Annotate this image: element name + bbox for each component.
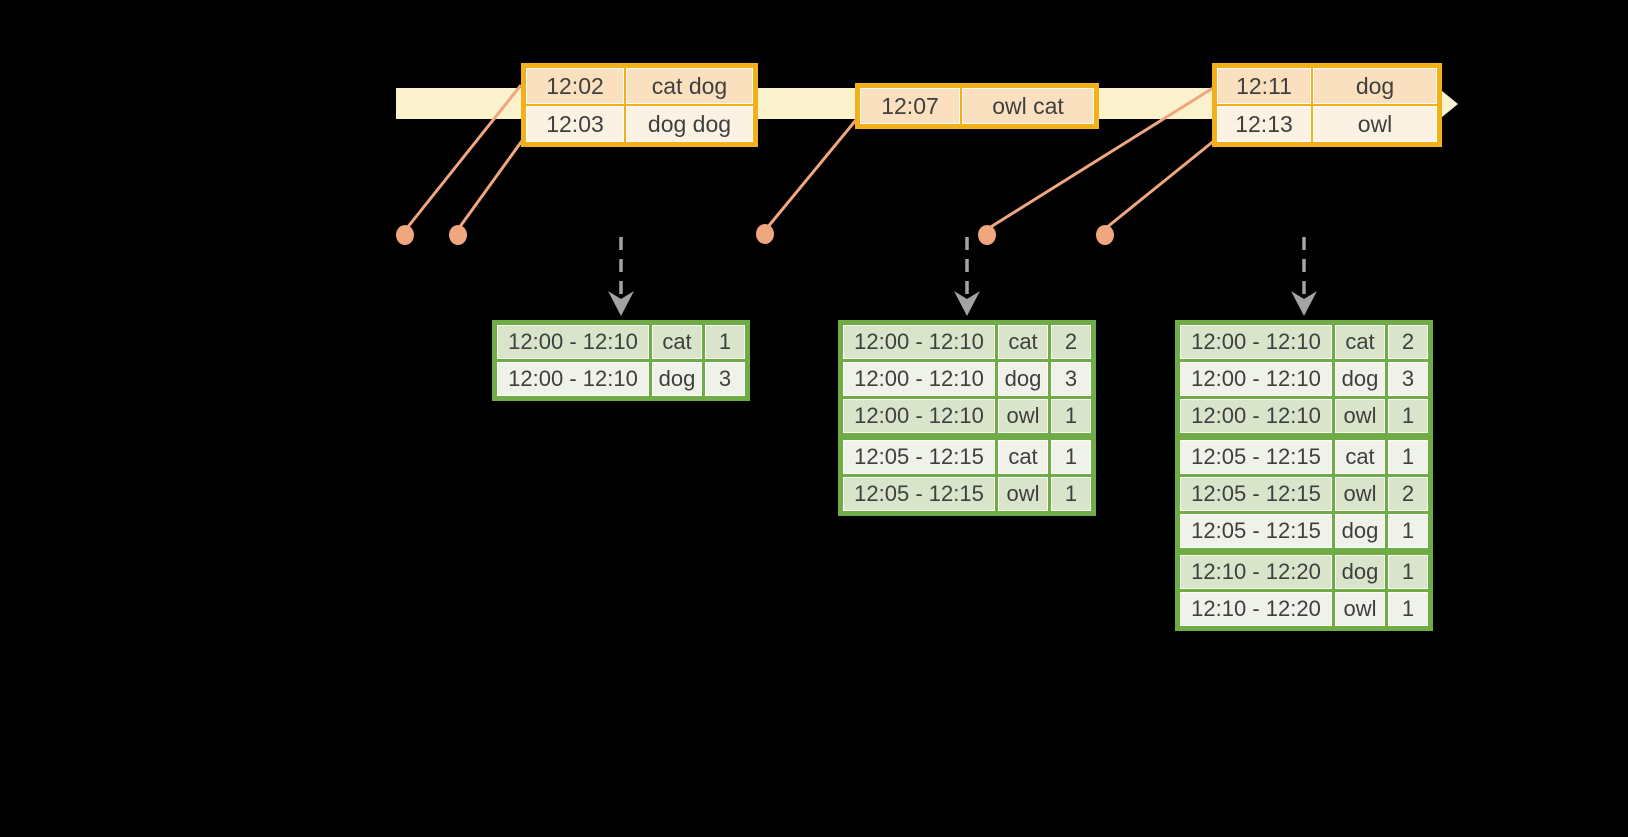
event-time-cell: 12:03 [526, 106, 624, 142]
result-window-cell: 12:05 - 12:15 [1180, 514, 1332, 548]
result-word-cell: owl [1335, 399, 1385, 433]
result-word-cell: dog [652, 362, 702, 396]
result-count-cell: 1 [1388, 514, 1428, 548]
result-window-cell: 12:00 - 12:10 [1180, 399, 1332, 433]
result-count-cell: 3 [1051, 362, 1091, 396]
result-count-cell: 2 [1388, 477, 1428, 511]
event-words-cell: dog dog [626, 106, 753, 142]
event-words-cell: owl cat [962, 88, 1094, 124]
result-word-cell: cat [1335, 325, 1385, 359]
result-word-cell: owl [998, 477, 1048, 511]
trigger-arrowhead-icons [608, 291, 1317, 316]
result-word-cell: owl [998, 399, 1048, 433]
record-dot-icons [396, 224, 1114, 245]
result-count-cell: 2 [1051, 325, 1091, 359]
result-word-cell: owl [1335, 477, 1385, 511]
result-window-cell: 12:05 - 12:15 [1180, 440, 1332, 474]
result-word-cell: cat [998, 440, 1048, 474]
result-word-cell: cat [998, 325, 1048, 359]
result-window-cell: 12:05 - 12:15 [843, 440, 995, 474]
result-window-cell: 12:10 - 12:20 [1180, 592, 1332, 626]
result-word-cell: dog [1335, 514, 1385, 548]
result-word-cell: cat [1335, 440, 1385, 474]
result-window-cell: 12:00 - 12:10 [1180, 325, 1332, 359]
result-count-cell: 1 [705, 325, 745, 359]
result-count-cell: 1 [1051, 477, 1091, 511]
result-window-cell: 12:00 - 12:10 [843, 325, 995, 359]
event-time-cell: 12:11 [1217, 68, 1311, 104]
event-words-cell: dog [1313, 68, 1437, 104]
result-window-cell: 12:05 - 12:15 [843, 477, 995, 511]
trigger-arrow-stems [619, 237, 1306, 299]
result-window-cell: 12:00 - 12:10 [497, 325, 649, 359]
result-word-cell: owl [1335, 592, 1385, 626]
event-time-cell: 12:13 [1217, 106, 1311, 142]
result-count-cell: 1 [1051, 440, 1091, 474]
result-window-cell: 12:05 - 12:15 [1180, 477, 1332, 511]
event-words-cell: owl [1313, 106, 1437, 142]
result-count-cell: 1 [1388, 440, 1428, 474]
result-count-cell: 3 [705, 362, 745, 396]
result-count-cell: 3 [1388, 362, 1428, 396]
result-count-cell: 2 [1388, 325, 1428, 359]
result-word-cell: cat [652, 325, 702, 359]
result-count-cell: 1 [1388, 555, 1428, 589]
event-time-cell: 12:02 [526, 68, 624, 104]
result-window-cell: 12:10 - 12:20 [1180, 555, 1332, 589]
result-word-cell: dog [998, 362, 1048, 396]
result-word-cell: dog [1335, 555, 1385, 589]
result-word-cell: dog [1335, 362, 1385, 396]
result-window-cell: 12:00 - 12:10 [843, 399, 995, 433]
event-time-cell: 12:07 [860, 88, 960, 124]
result-window-cell: 12:00 - 12:10 [497, 362, 649, 396]
result-count-cell: 1 [1051, 399, 1091, 433]
result-window-cell: 12:00 - 12:10 [843, 362, 995, 396]
result-count-cell: 1 [1388, 399, 1428, 433]
result-count-cell: 1 [1388, 592, 1428, 626]
result-window-cell: 12:00 - 12:10 [1180, 362, 1332, 396]
event-words-cell: cat dog [626, 68, 753, 104]
